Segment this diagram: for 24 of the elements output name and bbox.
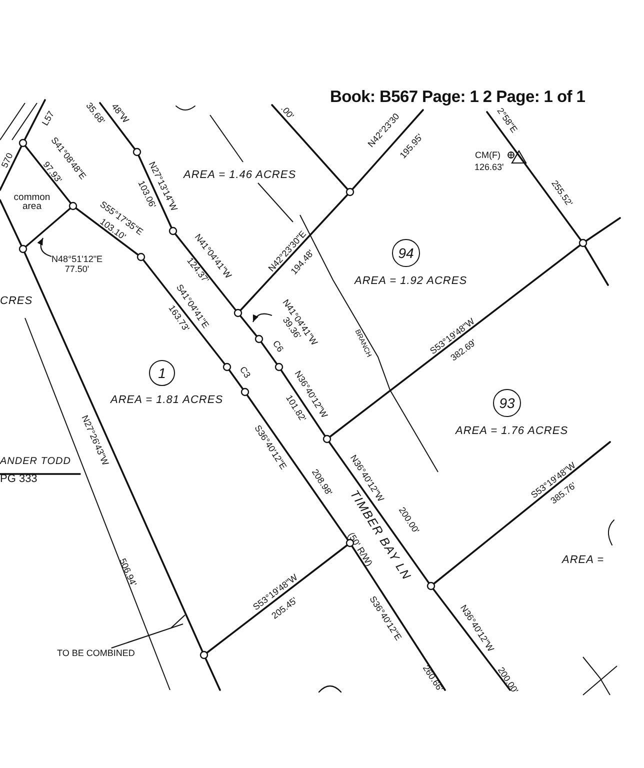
callout-text: N48°51'12"E 77.50' (52, 254, 103, 274)
area-label: CRES (0, 296, 33, 306)
leader-line (110, 614, 186, 649)
bearing-distance-label: L57 (40, 109, 56, 127)
area-label: AREA = 1.81 ACRES (110, 394, 224, 406)
deed-reference: PG 333 (0, 474, 38, 484)
leader-line (252, 313, 272, 322)
bearing-distance-label: 570 (0, 151, 14, 169)
lot-number-circle: 94 (392, 239, 420, 267)
bearing-distance-label: CM(F) (475, 150, 500, 160)
area-label: AREA = 1.92 ACRES (354, 276, 468, 286)
area-label: AREA = (562, 554, 604, 566)
area-label: AREA = 1.46 ACRES (184, 170, 296, 180)
bearing-distance-label: C6 (270, 338, 285, 354)
callout-text: TO BE COMBINED (57, 648, 135, 658)
lot-number-circle: 93 (493, 389, 521, 417)
bearing-distance-label: 126.63' (474, 162, 504, 172)
page-header: Book: B567 Page: 1 2 Page: 1 of 1 (330, 88, 586, 107)
area-label: common area (12, 192, 52, 212)
area-label: AREA = 1.76 ACRES (456, 426, 568, 436)
lot-number-circle: 1 (149, 360, 175, 386)
bearing-distance-label: .00' (279, 104, 296, 120)
bearing-distance-label: C3 (238, 364, 252, 380)
leader-line (37, 238, 52, 257)
